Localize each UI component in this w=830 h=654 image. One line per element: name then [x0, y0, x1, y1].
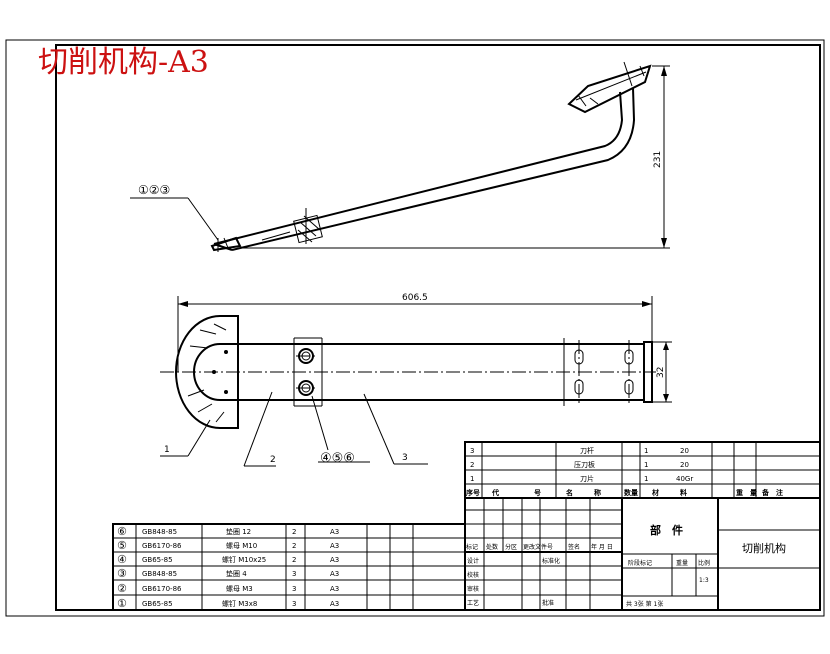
svg-text:A3: A3: [330, 570, 339, 578]
svg-text:名 称: 名 称: [566, 488, 601, 497]
scale-value: 1:3: [699, 577, 709, 584]
svg-text:校核: 校核: [467, 571, 479, 579]
svg-text:压刀板: 压刀板: [574, 460, 595, 469]
svg-text:2: 2: [292, 542, 296, 550]
svg-text:3: 3: [292, 570, 296, 578]
svg-text:40Gr: 40Gr: [676, 475, 693, 483]
svg-text:①②③: ①②③: [138, 183, 170, 197]
parts-row: ① GB65-85 螺钉 M3x8 3 A3: [117, 597, 339, 610]
svg-text:批准: 批准: [542, 599, 554, 607]
svg-text:A3: A3: [330, 556, 339, 564]
svg-text:A3: A3: [330, 528, 339, 536]
outer-border: [5, 39, 825, 617]
svg-text:标准化: 标准化: [542, 557, 560, 565]
parts-row: ⑥ GB848-85 垫圈 12 2 A3: [117, 525, 339, 538]
svg-text:材 料: 材 料: [651, 488, 687, 497]
svg-text:重量: 重量: [676, 559, 688, 567]
svg-text:A3: A3: [330, 542, 339, 550]
dimension-32: 32: [656, 367, 666, 378]
svg-text:螺母 M3: 螺母 M3: [226, 584, 253, 593]
svg-text:1: 1: [644, 475, 648, 483]
svg-text:工艺: 工艺: [467, 599, 479, 607]
svg-text:比例: 比例: [698, 559, 710, 567]
svg-text:1: 1: [644, 447, 648, 455]
bom-row: 3 刀杆 1 20: [470, 446, 689, 455]
svg-text:②: ②: [117, 582, 127, 595]
parts-row: ⑤ GB6170-86 螺母 M10 2 A3: [117, 539, 339, 552]
svg-text:处数: 处数: [486, 543, 498, 551]
svg-text:螺母 M10: 螺母 M10: [226, 541, 257, 550]
part-leaders: 1 2 3 ④⑤⑥: [160, 391, 428, 467]
svg-text:年 月 日: 年 月 日: [591, 543, 613, 551]
svg-text:GB6170-86: GB6170-86: [142, 585, 182, 593]
svg-text:代 号: 代 号: [491, 488, 541, 497]
bom-row: 2 压刀板 1 20: [470, 460, 689, 469]
inner-border: [55, 44, 821, 611]
svg-text:重 量: 重 量: [736, 488, 757, 497]
callout-123: ①②③: [130, 183, 219, 241]
assembly-label: 部 件: [650, 523, 683, 537]
bom-header: 序号 代 号 名 称 数量 材 料 重 量 备 注: [465, 488, 783, 497]
parts-list-table: ⑥ GB848-85 垫圈 12 2 A3 ⑤ GB6170-86 螺母 M10…: [112, 523, 466, 611]
svg-text:2: 2: [270, 455, 276, 465]
svg-text:⑤: ⑤: [117, 539, 127, 552]
parts-row: ② GB6170-86 螺母 M3 3 A3: [117, 582, 339, 595]
svg-text:1: 1: [164, 445, 170, 455]
svg-text:垫圈 4: 垫圈 4: [226, 569, 247, 578]
svg-text:③: ③: [117, 567, 127, 580]
dimension-231: 231: [240, 65, 670, 249]
svg-text:A3: A3: [330, 585, 339, 593]
svg-text:2: 2: [470, 461, 474, 469]
svg-text:垫圈 12: 垫圈 12: [226, 527, 251, 536]
svg-text:3: 3: [470, 447, 474, 455]
sheet-count: 共 3张 第 1张: [626, 600, 663, 608]
svg-text:④: ④: [117, 553, 127, 566]
svg-text:备 注: 备 注: [761, 488, 783, 497]
svg-text:螺钉 M10x25: 螺钉 M10x25: [222, 555, 266, 564]
svg-text:GB65-85: GB65-85: [142, 600, 173, 608]
svg-text:2: 2: [292, 528, 296, 536]
svg-text:审核: 审核: [467, 585, 479, 593]
svg-text:2: 2: [292, 556, 296, 564]
svg-text:20: 20: [680, 447, 689, 455]
parts-row: ③ GB848-85 垫圈 4 3 A3: [117, 567, 339, 580]
svg-text:④⑤⑥: ④⑤⑥: [320, 451, 355, 466]
svg-text:3: 3: [402, 453, 408, 463]
svg-text:刀杆: 刀杆: [580, 446, 594, 455]
svg-text:标记: 标记: [466, 543, 478, 551]
svg-text:螺钉 M3x8: 螺钉 M3x8: [222, 599, 257, 608]
svg-text:GB848-85: GB848-85: [142, 570, 177, 578]
svg-text:20: 20: [680, 461, 689, 469]
dimension-606-5: 606.5: [402, 293, 428, 303]
svg-text:GB6170-86: GB6170-86: [142, 542, 182, 550]
svg-text:签名: 签名: [568, 543, 580, 551]
svg-text:更改文件号: 更改文件号: [523, 543, 553, 551]
svg-text:分区: 分区: [505, 543, 517, 551]
title-block: 3 刀杆 1 20 2 压刀板 1 20 1 刀片 1 40Gr 序号 代 号 …: [464, 441, 821, 611]
svg-text:GB848-85: GB848-85: [142, 528, 177, 536]
svg-text:3: 3: [292, 585, 296, 593]
svg-text:3: 3: [292, 600, 296, 608]
svg-text:A3: A3: [330, 600, 339, 608]
revision-labels: 标记 处数 分区 更改文件号 签名 年 月 日: [466, 543, 613, 551]
front-view: [210, 61, 652, 252]
svg-text:①: ①: [117, 597, 127, 610]
svg-text:数量: 数量: [624, 488, 638, 497]
svg-text:1: 1: [470, 475, 474, 483]
svg-text:GB65-85: GB65-85: [142, 556, 173, 564]
svg-text:阶段标记: 阶段标记: [628, 559, 652, 567]
svg-text:序号: 序号: [465, 488, 480, 497]
bom-row: 1 刀片 1 40Gr: [470, 474, 693, 483]
svg-text:刀片: 刀片: [580, 474, 594, 483]
parts-row: ④ GB65-85 螺钉 M10x25 2 A3: [117, 553, 339, 566]
page-title: 切削机构-A3: [38, 45, 209, 80]
drawing-name: 切削机构: [742, 541, 786, 555]
svg-text:1: 1: [644, 461, 648, 469]
svg-text:⑥: ⑥: [117, 525, 127, 538]
top-view: 606.5: [160, 293, 672, 429]
svg-text:设计: 设计: [467, 557, 479, 565]
svg-text:231: 231: [653, 151, 663, 168]
